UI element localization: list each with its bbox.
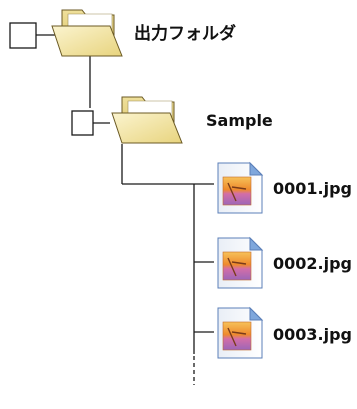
tree-connectors: [36, 34, 214, 354]
file-label-0001: 0001.jpg: [273, 179, 352, 198]
file-label-0003: 0003.jpg: [273, 325, 352, 344]
image-file-icon[interactable]: [217, 236, 264, 289]
file-label-0002: 0002.jpg: [273, 254, 352, 273]
folder-icon[interactable]: [111, 96, 183, 144]
root-folder-label: 出力フォルダ: [134, 24, 236, 44]
subfolder-label: Sample: [206, 111, 273, 130]
image-file-icon[interactable]: [217, 161, 264, 214]
image-file-icon[interactable]: [217, 306, 264, 359]
folder-icon[interactable]: [51, 9, 123, 57]
subfolder-expander-box[interactable]: [71, 110, 94, 136]
root-expander-box[interactable]: [9, 22, 37, 49]
